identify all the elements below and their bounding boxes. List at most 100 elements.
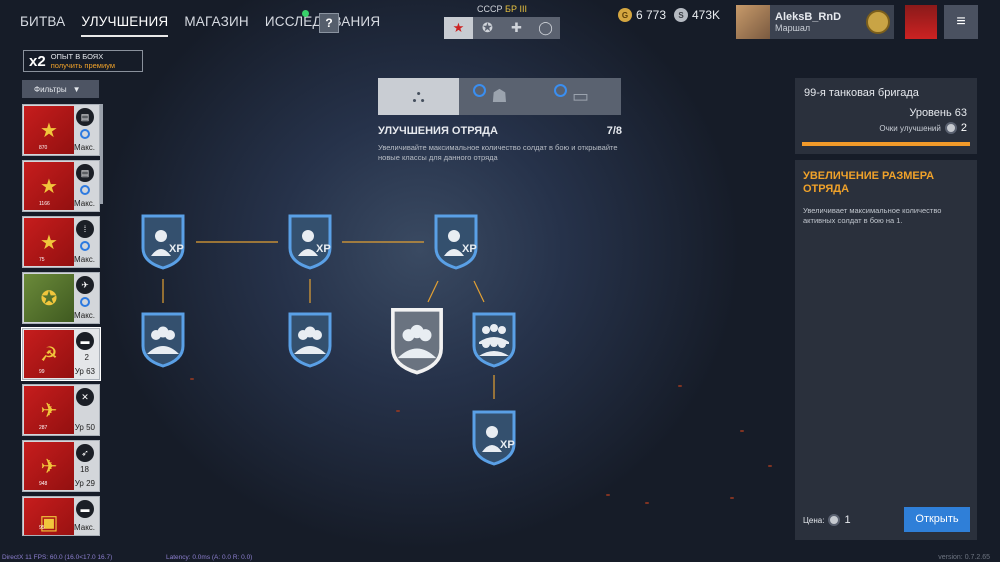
ember-particle [190,378,194,380]
gold-currency[interactable]: G 6 773 [618,8,666,22]
unit-name: 99-я танковая бригада [804,87,919,99]
squad-card-selected[interactable]: ☭ 99 ▬ 2 Ур 63 [21,327,101,381]
shield-icon: XP [288,214,332,270]
flag-number: 95 [39,525,45,531]
gold-amount: 6 773 [636,8,667,22]
points-count: 2 [84,353,89,362]
ember-particle [606,494,610,496]
upgrade-node-squad[interactable] [139,310,187,368]
upgrade-node-squad-large[interactable] [470,310,518,368]
rank-badge-icon [866,10,890,34]
filters-button[interactable]: Фильтры ▼ [22,80,99,98]
squad-list-scrollbar[interactable] [100,104,103,204]
squad-card[interactable]: ✪ ✈ Макс. [22,272,100,324]
br-label: БР III [505,4,527,14]
menu-button[interactable]: ≡ [944,5,978,39]
silver-coin-icon: S [674,8,688,22]
squad-card[interactable]: ★ 870 ▤ Макс. [22,104,100,156]
squad-card[interactable]: ▣ 95 ▬ Макс. [22,496,100,536]
document-icon: ▤ [76,108,94,126]
weapon-icon: ▭ [571,86,589,106]
svg-text:XP: XP [169,243,184,255]
squad-status: Макс. [73,523,95,532]
squad-status: Макс. [73,255,95,264]
profile-card[interactable]: AleksB_RnD Маршал [736,5,894,39]
squad-list: ★ 870 ▤ Макс. ★ 1166 ▤ Макс. ★ 75 ⁞ Макс… [21,104,101,540]
points-value: 2 [960,122,967,134]
points-count: 18 [80,465,89,474]
ember-particle [396,410,400,412]
level-progress-bar [802,142,970,146]
fps-stats: DirectX 11 FPS: 60.0 (16.0<17.0 16.7) [2,554,113,561]
shield-icon [288,312,332,368]
silver-currency[interactable]: S 473K [674,8,720,22]
squad-card[interactable]: ★ 1166 ▤ Макс. [22,160,100,212]
upgrade-title: УВЕЛИЧЕНИЕ РАЗМЕРА ОТРЯДА [803,170,935,195]
star-icon[interactable]: ★ [444,17,473,39]
ember-particle [740,430,744,432]
shield-icon: XP [141,214,185,270]
upgrade-node-xp[interactable]: XP [470,408,518,466]
country-label: СССР [477,4,503,14]
shield-icon [141,312,185,368]
panel-description: Увеличивайте максимальное количество сол… [378,143,618,162]
upgrade-points: Очки улучшений 2 [879,122,967,134]
upgrade-description: Увеличивает максимальное количество акти… [803,206,942,225]
tab-upgrades[interactable]: УЛУЧШЕНИЯ [81,14,169,37]
squad-status: Ур 50 [74,423,95,432]
upgrade-node-xp[interactable]: XP [286,212,334,270]
xp-boost-banner[interactable]: x2 ОПЫТ В БОЯХ получить премиум [23,50,143,72]
help-button[interactable]: ? [319,13,339,33]
era-selector: СССР БР III ★ ✪ ✚ ◯ [444,4,560,39]
circle-icon[interactable]: ◯ [531,17,560,39]
tab-shop[interactable]: МАГАЗИН [184,14,249,29]
squad-status: Макс. [73,199,95,208]
plus-icon[interactable]: ✚ [502,17,531,39]
ember-particle [678,385,682,387]
ember-particle [645,502,649,504]
upgrade-node-xp[interactable]: XP [139,212,187,270]
filters-label: Фильтры [34,84,67,94]
upgrade-node-squad[interactable] [388,305,446,375]
svg-text:XP: XP [316,243,331,255]
squad-status: Макс. [73,311,95,320]
upgrade-node-squad[interactable] [286,310,334,368]
tab-soldier-upgrades[interactable]: ☗ [459,78,540,115]
player-rank: Маршал [775,23,811,33]
upgrade-detail-panel: УВЕЛИЧЕНИЕ РАЗМЕРА ОТРЯДА Увеличивает ма… [795,160,977,540]
army-flag-icon[interactable] [905,5,937,39]
squad-flag-icon: ★ [24,218,74,266]
panel-header: УЛУЧШЕНИЯ ОТРЯДА 7/8 [378,125,622,137]
upgrade-price: Цена: 1 [803,514,851,526]
shield-icon [472,312,516,368]
get-premium-link[interactable]: получить премиум [50,61,115,70]
check-icon [554,84,567,97]
soldier-icon: ☗ [491,86,508,106]
check-icon [80,129,90,139]
soldiers-icon: ⛬ [412,86,425,106]
fighter-icon: ➶ [76,444,94,462]
medal-icon[interactable]: ✪ [473,17,502,39]
squad-card[interactable]: ✈ 287 ✕ Ур 50 [22,384,100,436]
boost-multiplier: x2 [29,52,46,70]
tab-battle[interactable]: БИТВА [20,14,66,29]
tank-icon: ▬ [76,332,94,350]
ember-particle [768,465,772,467]
tab-weapon-upgrades[interactable]: ▭ [540,78,621,115]
upgrade-node-xp[interactable]: XP [432,212,480,270]
flag-number: 287 [39,425,48,431]
vehicle-icon: ▬ [76,500,94,518]
plane-icon: ✈ [76,276,94,294]
check-icon [80,297,90,307]
squad-status: Ур 29 [74,479,95,488]
open-button[interactable]: Открыть [904,507,970,532]
check-icon [80,241,90,251]
panel-progress: 7/8 [606,125,622,137]
price-label: Цена: [803,515,825,525]
squad-card[interactable]: ★ 75 ⁞ Макс. [22,216,100,268]
upgrade-point-icon [828,514,841,526]
tab-squad-upgrades[interactable]: ⛬ [378,78,459,115]
flag-number: 948 [39,481,48,487]
squad-card[interactable]: ✈ 948 ➶ 18 Ур 29 [22,440,100,492]
flag-number: 870 [39,145,48,151]
